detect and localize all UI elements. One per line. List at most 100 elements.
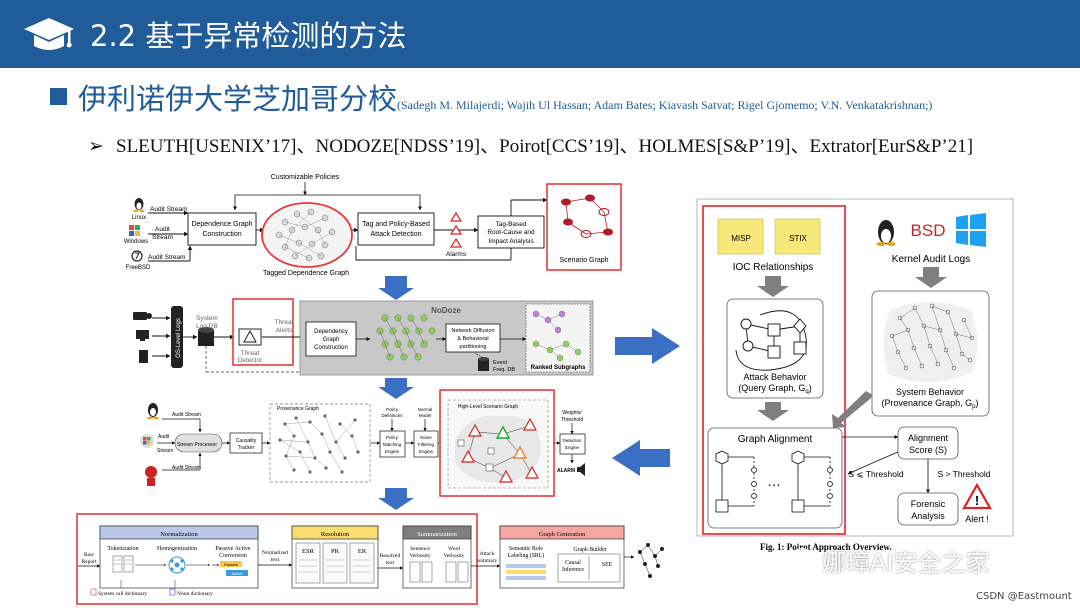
misp-sticky: MISP <box>717 218 764 255</box>
graph-alignment-box <box>707 427 843 529</box>
graph-generation-header <box>499 525 625 540</box>
provenance-cloud <box>883 302 978 383</box>
tag-based-label-3: Impact Analysis <box>488 238 534 245</box>
gt-threshold-label: S > Threshold <box>937 469 990 479</box>
provenance-label: Provenance Graph <box>277 406 319 412</box>
weights-label-2: Threshold <box>561 417 583 423</box>
forensic-label-1: Forensic <box>911 499 946 509</box>
resolution-columns <box>295 542 375 584</box>
ranked-subgraphs-label: Ranked Subgraphs <box>531 365 586 371</box>
arrow-bullet-icon: ➢ <box>88 136 104 157</box>
scenario-graph-box <box>546 183 622 271</box>
srl-label-1: Semantic Role <box>509 546 543 552</box>
alert-exclamation: ! <box>975 493 979 508</box>
forensic-analysis-box <box>897 492 959 526</box>
poirot-diagram: MISP STIX IOC Relationships Attack Behav… <box>696 198 1014 552</box>
nodoze-dep-label-1: Dependency <box>314 329 348 335</box>
threat-detector-label-1: Threat <box>241 350 260 357</box>
alert-label: Alert ! <box>965 514 989 524</box>
alignment-score-label-1: Alignment <box>908 433 949 443</box>
windows-icon <box>129 225 140 236</box>
policy-def-label-1: Policy <box>386 407 399 412</box>
extractor-diagram: Raw Report Normalization Tokenization Ho… <box>76 513 664 605</box>
alert-triangle-icon <box>962 482 992 510</box>
dependence-graph-label-2: Construction <box>202 231 241 238</box>
institution-line: 伊利诺伊大学芝加哥分校(Sadegh M. Milajerdi; Wajih U… <box>78 76 932 118</box>
threat-detector-label-2: Detector <box>238 357 263 364</box>
srl-rows <box>506 564 546 580</box>
kernel-down-arrow <box>915 267 947 288</box>
flow-arrow-left <box>612 440 670 476</box>
event-db-label-1: Event <box>493 360 508 366</box>
csdn-credit: CSDN @Eastmount <box>976 591 1072 602</box>
normalization-header <box>99 525 259 540</box>
pme-label-2: Matching <box>383 442 402 447</box>
system-log-db-label-2: Log DB <box>196 323 218 330</box>
causal-inference-label-2: Inference <box>562 566 584 573</box>
le-threshold-label: S ⩽ Threshold <box>848 469 903 479</box>
speaker-icon <box>577 463 585 476</box>
homogenization-icon <box>168 556 186 574</box>
pr-label: PR <box>331 548 340 555</box>
misp-label: MISP <box>731 234 751 243</box>
nodoze-dep-label-2: Graph <box>323 337 340 343</box>
system-behavior-label-2: (Provenance Graph, Gp) <box>882 398 979 410</box>
output-graph-edges <box>639 544 663 577</box>
graph-generation-label: Graph Generation <box>539 531 586 538</box>
normalized-text-label-2: text <box>271 557 280 563</box>
windows-label: Windows <box>124 239 148 245</box>
query-graph <box>735 310 807 371</box>
policy-matching-box <box>379 430 406 458</box>
freebsd-label: FreeBSD <box>126 265 151 271</box>
noun-dict-icon <box>169 588 176 596</box>
sleuth-audit-stream-bottom: Audit Stream <box>148 254 186 261</box>
holmes-audit-stream-top: Audit Stream <box>172 412 201 418</box>
linux-label: Linux <box>132 215 146 221</box>
header-bar: 2.2 基于异常检测的方法 <box>0 0 1080 68</box>
tag-based-box <box>477 215 545 249</box>
sleuth-diagram: Customizable Policies Linux Audit Stream… <box>124 174 622 277</box>
noise-filtering-box <box>413 430 439 458</box>
dependence-graph-box <box>187 212 257 246</box>
scenario-graph-label: Scenario Graph <box>559 257 608 264</box>
hlsg-alert-triangles <box>460 417 540 483</box>
nodoze-dependency-box <box>305 321 357 357</box>
resolution-label: Resolution <box>321 531 350 538</box>
watermark-text: 娜璋AI安全之家 <box>822 549 990 577</box>
noise-label-2: Filtering <box>418 442 435 447</box>
normalization-label: Normalization <box>160 531 198 538</box>
tokenization-label: Tokenization <box>107 546 138 552</box>
server-icon <box>139 350 148 363</box>
bsd-logo: BSD <box>911 221 946 240</box>
detection-engine-box <box>559 433 586 455</box>
weights-label-1: Weights/ <box>562 410 582 416</box>
sentence-verbosity-label-1: Sentence <box>410 546 430 552</box>
attack-behavior-label-1: Attack Behavior <box>743 372 806 382</box>
hlsg-label: High-Level Scenario Graph <box>458 404 519 410</box>
provenance-graph-edges <box>279 415 359 473</box>
warning-icon <box>243 330 257 343</box>
resolution-header <box>291 525 379 540</box>
flow-arrow-down-2 <box>378 378 414 399</box>
summarization-header <box>402 525 472 540</box>
author-list: (Sadegh M. Milajerdi; Wajih Ul Hassan; A… <box>397 98 933 112</box>
page-title: 2.2 基于异常检测的方法 <box>90 19 407 53</box>
policy-def-label-2: Definitions <box>381 413 403 418</box>
poirot-highlight-box <box>702 205 846 535</box>
hlsg-orange-triangle <box>512 445 528 459</box>
pme-label-3: Engine <box>385 449 400 454</box>
attack-down-arrow <box>757 402 789 421</box>
flow-arrow-down-1 <box>378 276 414 300</box>
esr-label: ESR <box>302 548 315 555</box>
hlsg-green-triangle <box>495 425 511 439</box>
net-label-2: & Behavioral <box>457 336 488 342</box>
syscall-dict-icon <box>90 588 97 596</box>
flow-arrow-down-3 <box>378 488 414 510</box>
tag-policy-label-2: Attack Detection <box>371 231 422 238</box>
word-verbosity-label-1: Word <box>448 546 460 552</box>
wechat-icon <box>790 548 819 570</box>
desktop-icon <box>136 330 149 341</box>
alarms-label: Alarms <box>446 251 467 258</box>
holmes-diagram: Audit Stream Audit Stream Audit Stream S… <box>140 389 586 497</box>
poirot-caption: Fig. 1: Poirot Approach Overview. <box>760 542 892 552</box>
